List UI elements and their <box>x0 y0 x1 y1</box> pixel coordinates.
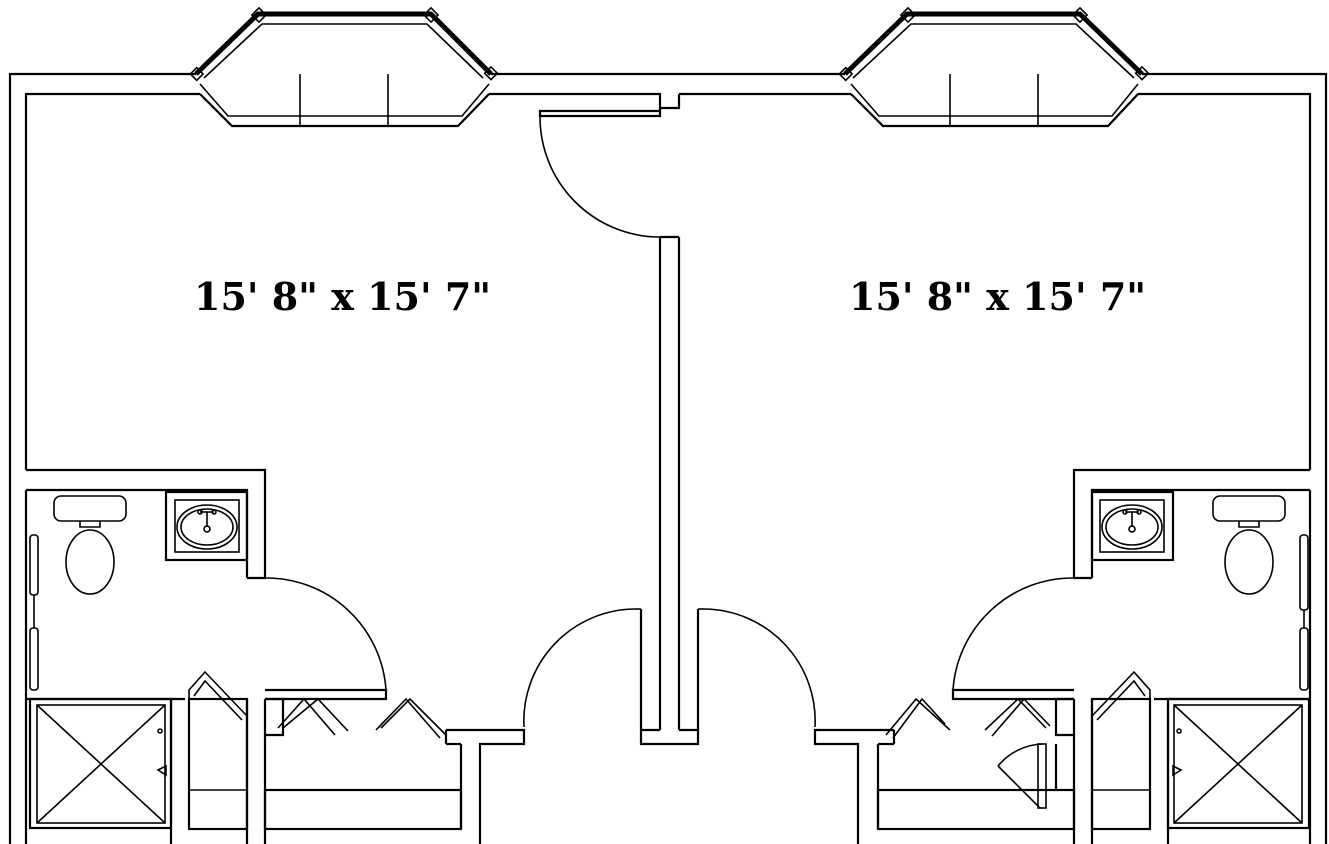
bay-window-right <box>838 6 1150 128</box>
exterior-walls <box>8 72 1328 844</box>
closets-left <box>187 670 463 831</box>
room-left-dimensions: 15' 8" x 15' 7" <box>194 274 491 319</box>
bathroom-right <box>951 468 1312 844</box>
bay-window-left <box>189 6 499 128</box>
central-partition <box>639 235 700 746</box>
corridor-doors <box>444 608 896 844</box>
bathroom-left <box>24 468 388 844</box>
door-top-swing <box>539 115 661 238</box>
closets-right <box>876 670 1152 831</box>
room-right-dimensions: 15' 8" x 15' 7" <box>849 274 1146 319</box>
